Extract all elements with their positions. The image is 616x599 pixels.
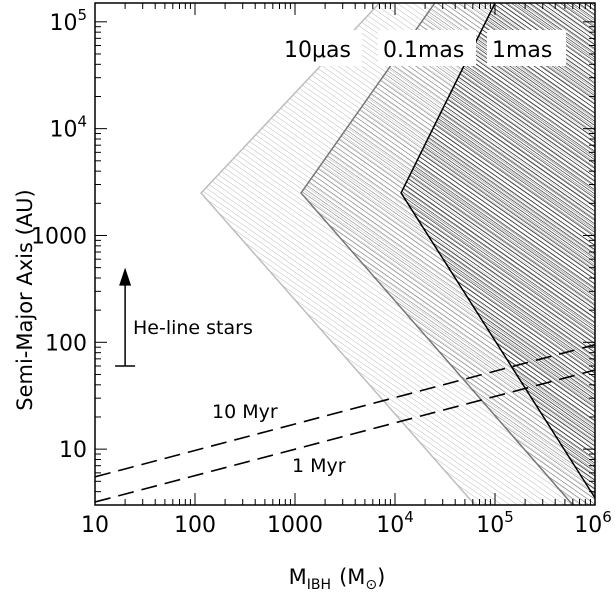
label-box-1mas: 1mas bbox=[487, 30, 566, 66]
he-line-label: He-line stars bbox=[133, 317, 253, 339]
hatched-regions bbox=[200, 3, 595, 505]
x-tick-label: 105 bbox=[476, 508, 514, 538]
y-tick-label: 100 bbox=[45, 331, 87, 356]
x-tick-label: 106 bbox=[574, 508, 612, 538]
label-box-10muas: 10μas bbox=[278, 30, 362, 66]
x-axis-title: MIBH(M⊙) bbox=[289, 565, 386, 593]
region-label-0p1mas: 0.1mas bbox=[383, 38, 464, 63]
line-label-10myr: 10 Myr bbox=[212, 401, 278, 423]
region-label-1mas: 1mas bbox=[492, 38, 552, 63]
region-label-10muas: 10μas bbox=[284, 38, 351, 63]
he-line-arrow bbox=[115, 267, 136, 367]
y-tick-label: 104 bbox=[49, 113, 87, 143]
y-tick-label: 1000 bbox=[31, 224, 87, 249]
age-lines bbox=[95, 343, 595, 503]
label-box-0p1mas: 0.1mas bbox=[378, 30, 476, 66]
line-10-myr bbox=[95, 343, 595, 478]
region-edge-1mas bbox=[400, 3, 595, 499]
region-1mas bbox=[401, 3, 595, 498]
y-tick-label: 10 bbox=[59, 438, 87, 463]
line-1-myr bbox=[95, 369, 595, 503]
line-label-1myr: 1 Myr bbox=[292, 455, 346, 477]
tick-labels: 10 100 1000 104 105 106 10 100 1000 104 105 bbox=[31, 6, 612, 538]
y-tick-label: 105 bbox=[49, 6, 87, 36]
x-tick-label: 10 bbox=[81, 513, 109, 538]
axis-ticks bbox=[94, 3, 596, 506]
x-tick-label: 100 bbox=[174, 513, 216, 538]
x-tick-label: 104 bbox=[376, 508, 414, 538]
region-edge-0.1mas bbox=[300, 3, 574, 505]
plot-frame bbox=[94, 2, 596, 506]
y-axis-title: Semi-Major Axis (AU) bbox=[13, 189, 37, 410]
x-tick-label: 1000 bbox=[267, 513, 323, 538]
